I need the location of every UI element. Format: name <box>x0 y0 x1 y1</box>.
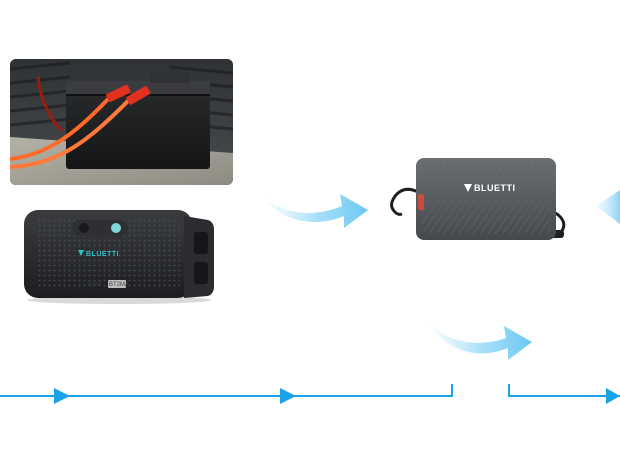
expansion-brand-label: BLUETTI <box>86 251 119 258</box>
charger-brand-label: BLUETTI <box>474 183 516 193</box>
flow-timeline <box>0 384 620 404</box>
triangle-right-icon <box>606 388 620 404</box>
curved-arrow-partial-icon <box>596 190 620 224</box>
expansion-tag-label: BT2MA <box>109 282 129 288</box>
triangle-right-icon <box>54 388 70 404</box>
triangle-right-icon <box>280 388 296 404</box>
charger-illustration: BLUETTI <box>390 158 566 240</box>
expansion-model-label: B300 <box>88 282 103 288</box>
curved-arrow-right-icon-2 <box>430 324 532 360</box>
expansion-battery-image: BLUETTI B300 BT2MA <box>22 208 216 304</box>
expansion-battery-illustration: BLUETTI B300 BT2MA <box>24 210 214 304</box>
car-battery-illustration <box>10 59 233 185</box>
curved-arrow-right-icon <box>264 194 368 228</box>
bluetti-logo-icon <box>78 250 84 256</box>
charger-image: BLUETTI <box>388 156 578 244</box>
car-battery-photo <box>10 59 233 185</box>
bluetti-logo-icon <box>464 184 472 192</box>
